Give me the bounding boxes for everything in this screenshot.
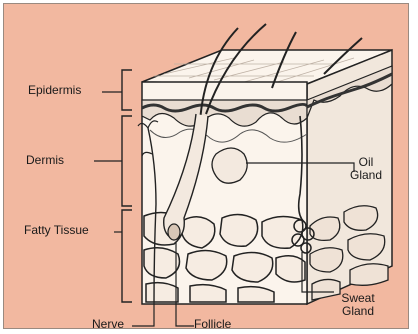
follicle-bulb: [168, 224, 180, 240]
label-follicle: Follicle: [194, 318, 231, 329]
label-dermis: Dermis: [26, 154, 64, 167]
oil-gland: [212, 148, 247, 183]
label-epidermis: Epidermis: [28, 84, 81, 97]
label-oil-gland: Oil Gland: [346, 156, 386, 182]
label-nerve: Nerve: [92, 318, 124, 329]
label-fatty-tissue: Fatty Tissue: [24, 224, 89, 237]
diagram-frame: Epidermis Dermis Fatty Tissue Oil Gland …: [3, 3, 409, 329]
label-sweat-gland: Sweat Gland: [334, 292, 382, 318]
